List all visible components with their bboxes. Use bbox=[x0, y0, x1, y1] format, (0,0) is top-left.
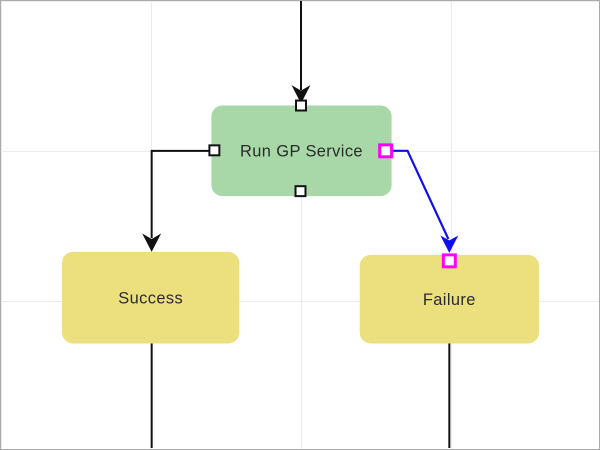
node-success[interactable] bbox=[62, 251, 240, 344]
node-failure[interactable] bbox=[359, 254, 539, 344]
edge-top-into-run-gp-service-arrowhead[interactable] bbox=[291, 85, 311, 104]
node-failure-label: Failure bbox=[423, 291, 476, 309]
edge-run-gp-service-to-success[interactable] bbox=[150, 149, 210, 238]
node-run-gp-service-label: Run GP Service bbox=[240, 142, 363, 160]
port-run-gp-service-left[interactable] bbox=[208, 144, 221, 157]
port-run-gp-service-right[interactable] bbox=[378, 143, 394, 159]
port-run-gp-service-bottom[interactable] bbox=[294, 185, 307, 198]
edge-run-gp-service-to-failure-arrowhead[interactable] bbox=[440, 235, 459, 253]
edge-run-gp-service-to-failure[interactable] bbox=[391, 149, 450, 240]
node-run-gp-service[interactable] bbox=[211, 105, 392, 197]
port-run-gp-service-top[interactable] bbox=[295, 99, 307, 112]
port-failure-top[interactable] bbox=[441, 253, 457, 269]
edge-run-gp-service-to-success-arrowhead[interactable] bbox=[142, 233, 162, 252]
node-success-label: Success bbox=[118, 290, 183, 308]
